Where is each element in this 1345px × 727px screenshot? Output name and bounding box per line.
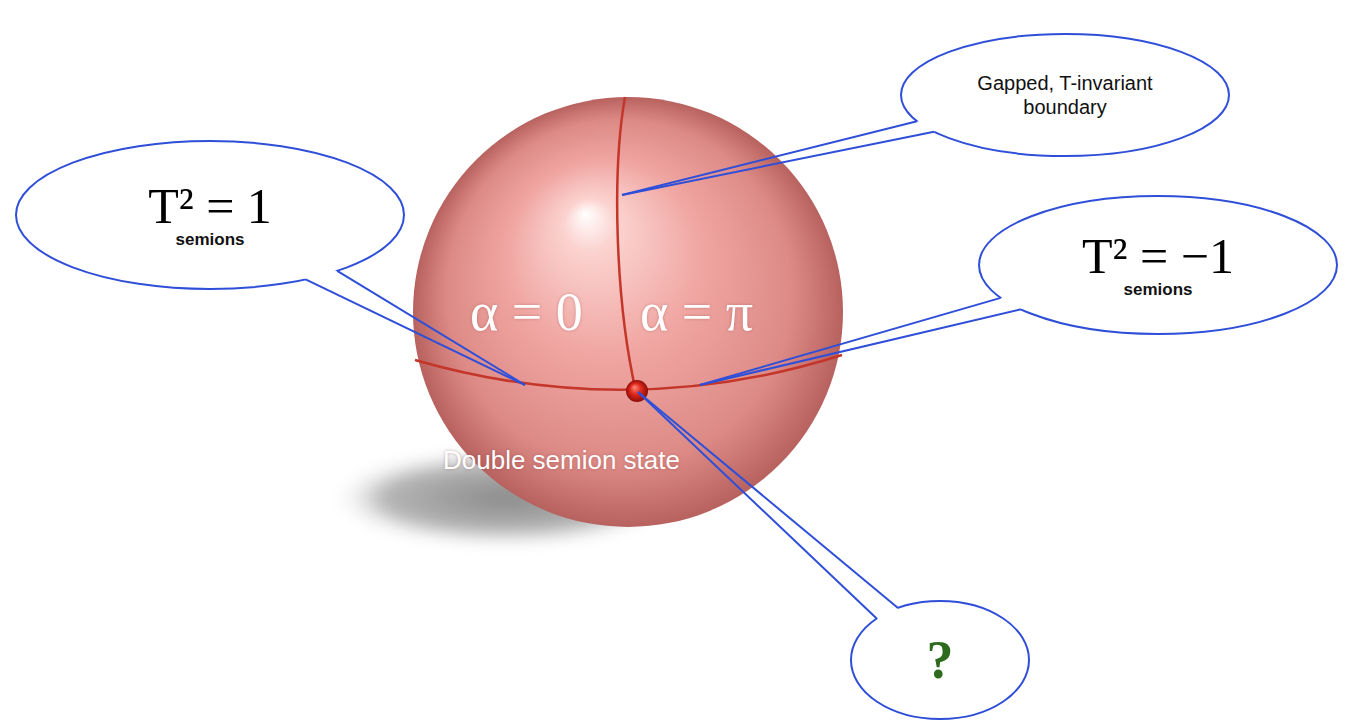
callout-bubble: ? [850, 600, 1030, 720]
alpha-label: α = 0 [470, 283, 583, 342]
bubble-outline [900, 33, 1230, 157]
alpha-label: α = π [640, 283, 753, 342]
bubble-gap [874, 605, 903, 623]
callout-text: ? [927, 633, 954, 687]
callout-bubble: T² = 1semions [15, 140, 405, 290]
pointer-line [638, 392, 898, 608]
callout-subtext: semions [1124, 281, 1193, 300]
pointer-line [638, 392, 877, 619]
bubble-gap [294, 264, 341, 281]
bubble-content: T² = 1semions [148, 181, 272, 250]
pointer-line [622, 132, 934, 195]
bubble-ellipse [16, 141, 404, 289]
callout-bubble: Gapped, T-invariant boundary [900, 33, 1230, 157]
callout-subtext: semions [176, 231, 245, 250]
bubble-content: T² = −1semions [1082, 231, 1234, 300]
callout-text: T² = −1 [1082, 231, 1234, 281]
callout-text: Gapped, T-invariant boundary [955, 71, 1175, 119]
pointer-line [622, 121, 917, 195]
boundary-line [617, 97, 636, 392]
sphere [413, 97, 843, 527]
bubble-ellipse [979, 196, 1337, 334]
callout-text: T² = 1 [148, 181, 272, 231]
bubble-ellipse [901, 34, 1229, 156]
bubble-gap [913, 118, 950, 132]
bubble-content: Gapped, T-invariant boundary [955, 71, 1175, 119]
bubble-gap [997, 294, 1037, 310]
region-label: Double semion state [443, 446, 680, 475]
callout-bubble: T² = −1semions [978, 195, 1338, 335]
bubble-ellipse [851, 601, 1029, 719]
bubble-content: ? [927, 633, 954, 687]
